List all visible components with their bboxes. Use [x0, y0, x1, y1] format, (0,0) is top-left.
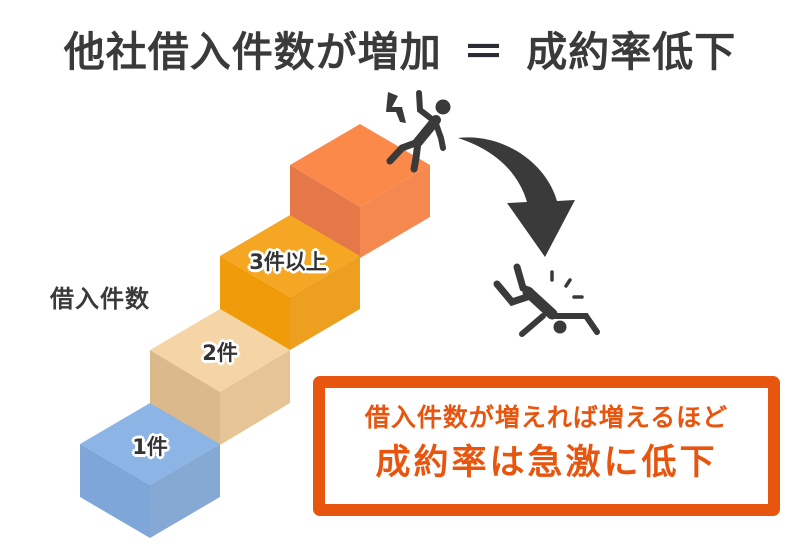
- equals-sign: ＝: [463, 28, 505, 76]
- person-stumbling-icon: [386, 90, 451, 173]
- page-title: 他社借入件数が増加 ＝ 成約率低下: [0, 26, 800, 78]
- step-cube-1: [80, 403, 220, 538]
- curved-down-arrow-icon: [458, 137, 575, 257]
- step-cube-4: [290, 124, 430, 258]
- step-label-1: 1件: [132, 435, 168, 459]
- step-label-3: 3件以上: [249, 250, 327, 274]
- lightning-bolt-icon: [386, 92, 406, 123]
- callout-line-1: 借入件数が増えれば増えるほど: [364, 403, 729, 432]
- person-fallen-icon: [493, 263, 600, 337]
- step-label-2: 2件: [202, 341, 238, 365]
- callout-box: 借入件数が増えれば増えるほど 成約率は急激に低下: [313, 376, 780, 516]
- step-cube-3: [220, 215, 360, 350]
- title-right: 成約率低下: [526, 28, 737, 76]
- step-cube-2: [150, 309, 290, 445]
- callout-line-2: 成約率は急激に低下: [375, 443, 718, 483]
- title-left: 他社借入件数が増加: [63, 28, 442, 76]
- axis-label-borrowing-count: 借入件数: [50, 285, 150, 313]
